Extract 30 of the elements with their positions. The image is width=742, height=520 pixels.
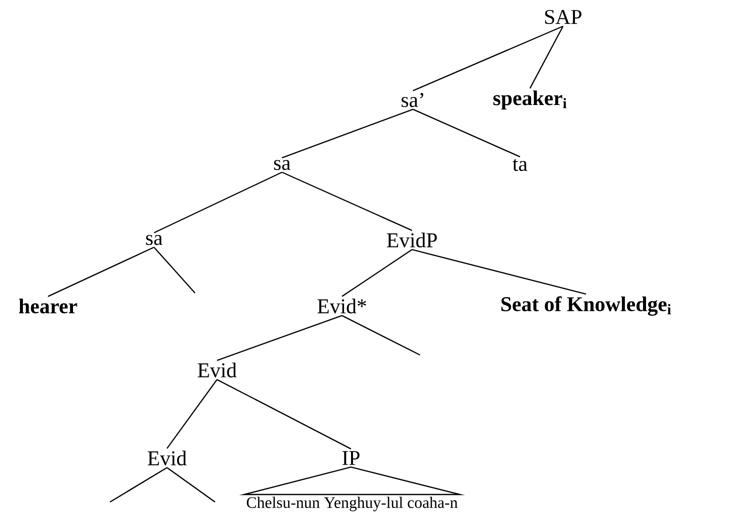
tree-label: SAP (545, 10, 582, 24)
branch-line (154, 172, 282, 234)
branch-line (412, 26, 564, 92)
branch-line (216, 379, 352, 450)
tree-label: EvidP (386, 232, 437, 248)
branch-line (110, 467, 168, 503)
branch-line (282, 108, 414, 158)
branch-line (529, 26, 564, 89)
branch-line (412, 249, 586, 295)
tree-leaf: Chelsu-nun Yenghuy-lul coaha-n (246, 496, 458, 512)
branch-line (342, 249, 412, 297)
tree-label: hearer (18, 298, 78, 314)
tree-label: sa (146, 234, 162, 246)
tree-label: sa (274, 160, 290, 170)
branch-line (216, 315, 342, 361)
branch-line (282, 172, 412, 231)
tree-label: Evid* (318, 298, 366, 314)
branch-line (48, 246, 154, 297)
tree-label: Evid (198, 362, 237, 378)
branch-line (166, 379, 218, 449)
tree-label: IP (342, 451, 360, 465)
tree-label: sa’ (402, 92, 424, 108)
branch-line (166, 467, 216, 502)
tree-label: speaker$_{i}$ (493, 90, 567, 110)
branch-line (154, 246, 196, 294)
tree-label: Seat of Knowledge$_{i}$ (501, 296, 671, 316)
tree-label: Evid (148, 450, 187, 466)
branch-line (342, 315, 420, 356)
tree-label: ta (512, 159, 528, 172)
branch-line (412, 108, 520, 158)
